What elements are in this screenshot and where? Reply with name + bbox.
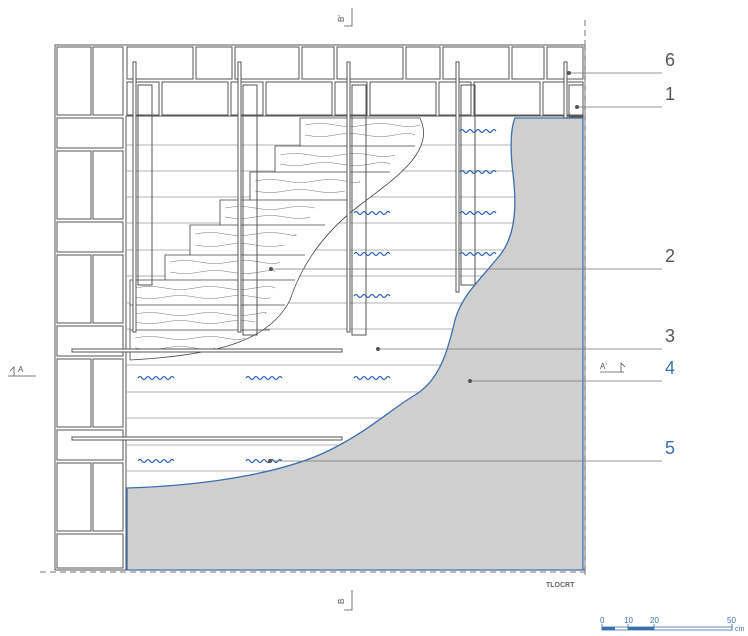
timber-boards [129, 117, 424, 361]
scale-tick-10: 10 [624, 616, 633, 625]
metal-strips [71, 61, 584, 441]
render-layer [126, 117, 584, 571]
leader-dots [268, 71, 579, 463]
scale-labels: 0 10 20 50 cm [600, 616, 745, 633]
section-b-bottom-label: B [337, 599, 346, 604]
callout-4: 4 [665, 358, 675, 378]
wire-ties [137, 128, 497, 464]
section-mark-labels: A A' B' B [18, 15, 607, 604]
callout-6: 6 [665, 50, 675, 70]
drawing-code: TLOCRT [546, 582, 575, 589]
cut-lines [40, 20, 586, 575]
leader-lines [270, 72, 662, 462]
callout-5: 5 [665, 438, 675, 458]
scale-tick-50: 50 [727, 616, 736, 625]
scale-tick-0: 0 [600, 616, 605, 625]
section-b-top-label: B' [337, 15, 346, 22]
callout-1: 1 [665, 84, 675, 104]
section-a-left-label: A [18, 365, 24, 374]
callout-2: 2 [665, 246, 675, 266]
scale-bar [601, 624, 733, 631]
section-marks [8, 8, 626, 611]
plaster-render [126, 117, 584, 571]
callout-3: 3 [665, 326, 675, 346]
section-a-right-label: A' [600, 362, 607, 371]
callout-labels: 6 1 2 3 4 5 [665, 50, 675, 458]
scale-tick-20: 20 [650, 616, 659, 625]
scale-unit: cm [735, 626, 745, 633]
